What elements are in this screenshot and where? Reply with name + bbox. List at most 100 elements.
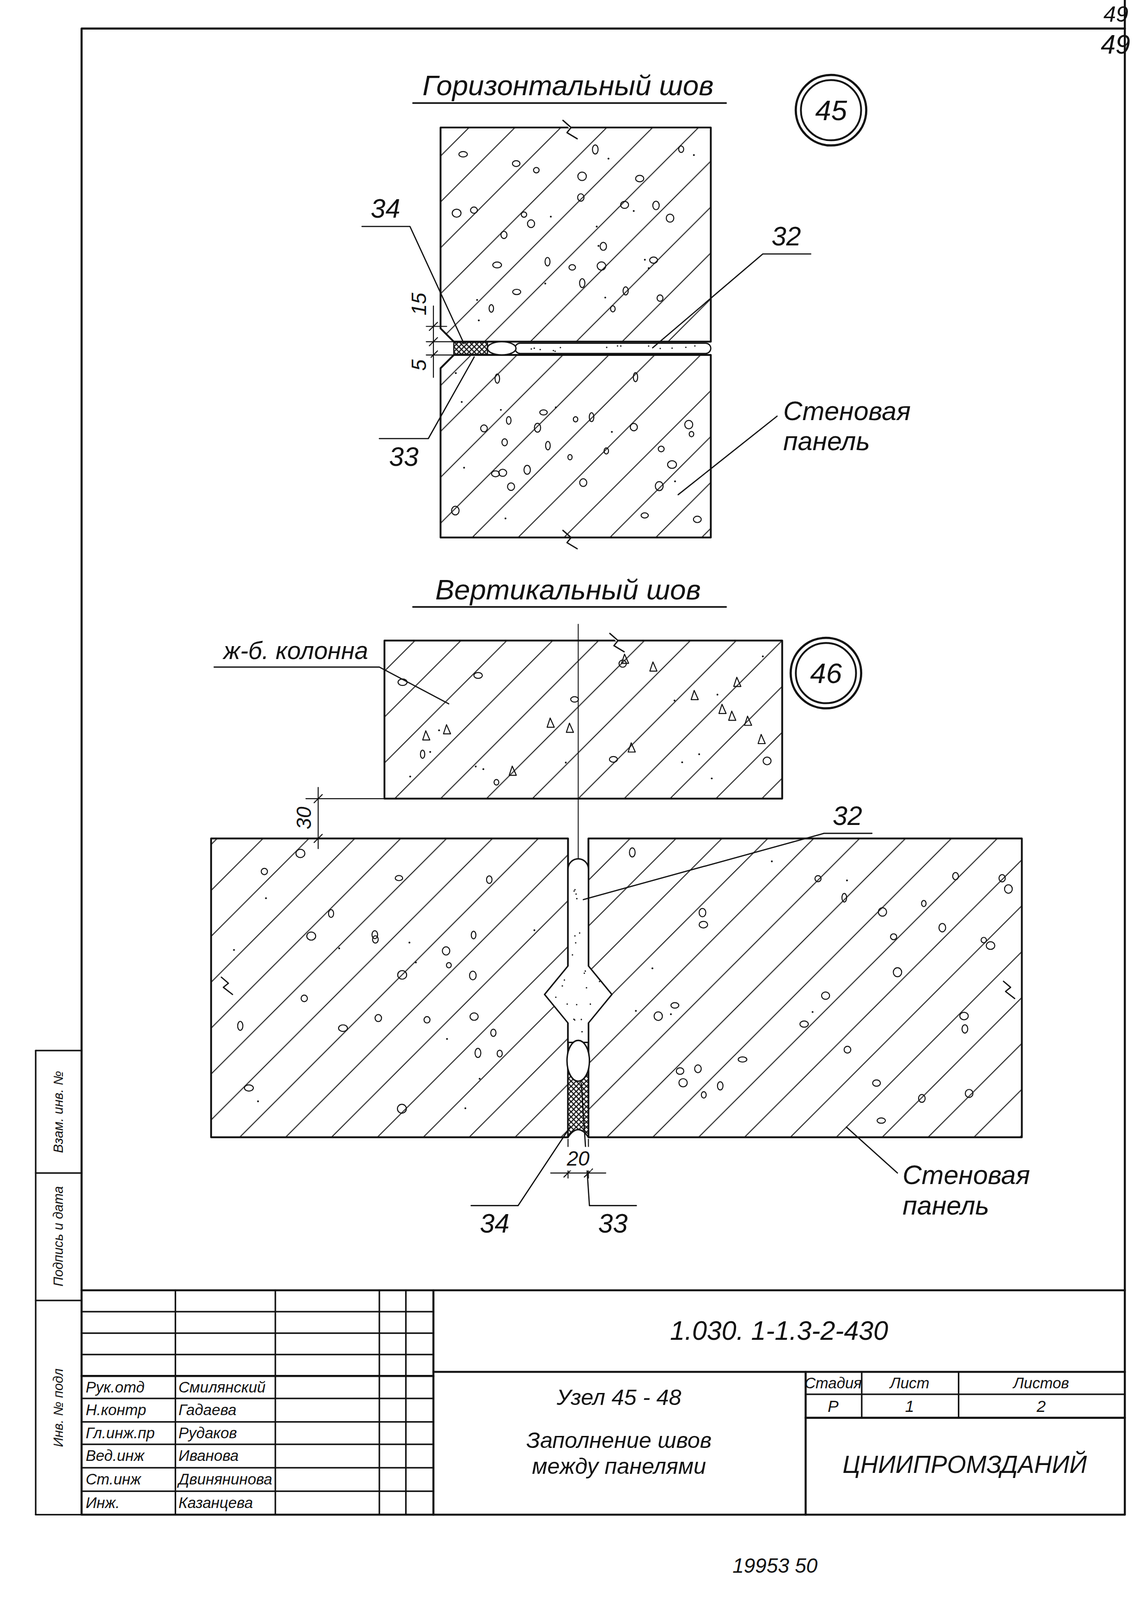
aggregate-mark xyxy=(408,941,411,944)
aggregate-mark xyxy=(480,424,488,432)
side-stamp xyxy=(35,1050,82,1515)
archive-number: 19953 50 xyxy=(732,1553,818,1578)
role-text: Вед.инж xyxy=(85,1446,145,1465)
aggregate-mark xyxy=(491,470,500,477)
aggregate-mark xyxy=(420,749,425,759)
aggregate-mark xyxy=(965,1089,974,1097)
mortar-dot xyxy=(574,888,576,890)
dimension: 20 xyxy=(565,1146,592,1171)
aggregate-mark xyxy=(877,1117,886,1124)
aggregate-mark xyxy=(504,517,507,520)
mortar-dot xyxy=(563,979,566,981)
aggregate-mark xyxy=(640,512,649,518)
mortar-dot xyxy=(581,1030,583,1033)
aggregate-mark xyxy=(338,1024,348,1032)
aggregate-mark xyxy=(568,264,576,271)
mortar-dot xyxy=(647,345,650,347)
aggregate-mark xyxy=(544,282,547,285)
aggregate-mark xyxy=(482,767,485,770)
aggregate-mark xyxy=(635,175,645,182)
aggregate-mark xyxy=(424,1016,431,1024)
aggregate-mark xyxy=(454,371,457,374)
mortar-dot xyxy=(554,350,556,352)
aggregate-mark xyxy=(959,1011,969,1020)
aggregate-mark xyxy=(512,160,520,167)
aggregate-mark xyxy=(998,874,1006,882)
aggregate-mark xyxy=(811,1011,814,1013)
aggregate-mark xyxy=(673,699,676,702)
aggregate-mark xyxy=(799,1020,809,1027)
table-cell: 1 xyxy=(905,1396,915,1416)
mortar-dot xyxy=(566,1003,568,1005)
mortar-dot xyxy=(576,897,578,900)
part-label: Стеновая панель xyxy=(783,395,937,457)
aggregate-mark xyxy=(1004,884,1013,893)
aggregate-mark xyxy=(689,431,695,437)
aggregate-mark xyxy=(670,1002,679,1008)
aggregate-mark xyxy=(397,1103,407,1113)
person-name: Казанцева xyxy=(178,1493,253,1512)
aggregate-mark xyxy=(980,937,987,943)
aggregate-mark xyxy=(422,730,430,740)
aggregate-mark xyxy=(763,756,772,765)
drawing-code: 1.030. 1-1.3-2-430 xyxy=(670,1315,889,1347)
aggregate-mark xyxy=(523,465,531,475)
aggregate-mark xyxy=(554,406,557,409)
aggregate-mark xyxy=(446,962,451,968)
aggregate-mark xyxy=(521,212,527,218)
heading-underline xyxy=(413,605,727,608)
aggregate-mark xyxy=(570,696,579,702)
aggregate-mark xyxy=(620,201,629,209)
aggregate-mark xyxy=(488,304,494,312)
aggregate-mark xyxy=(500,231,507,239)
role-text: Инж. xyxy=(85,1493,120,1512)
aggregate-mark xyxy=(338,947,341,950)
aggregate-mark xyxy=(477,319,480,322)
aggregate-mark xyxy=(261,868,268,875)
aggregate-mark xyxy=(609,756,618,762)
aggregate-mark xyxy=(429,750,432,753)
aggregate-mark xyxy=(577,193,585,202)
aggregate-mark xyxy=(328,909,334,918)
aggregate-mark xyxy=(579,278,585,288)
leader-lines xyxy=(213,666,898,1206)
mortar-dot xyxy=(578,931,581,934)
stamp-text: Инв. № подл xyxy=(50,1368,66,1447)
aggregate-mark xyxy=(507,482,515,491)
aggregate-mark xyxy=(397,970,407,980)
stamp-text: Подпись и дата xyxy=(50,1185,66,1286)
aggregate-mark xyxy=(471,931,476,939)
aggregate-mark xyxy=(409,775,412,778)
aggregate-mark xyxy=(666,213,674,222)
heading-underline xyxy=(413,102,727,104)
aggregate-mark xyxy=(716,693,719,696)
aggregate-mark xyxy=(610,431,613,433)
aggregate-mark xyxy=(589,412,594,422)
mortar-dot xyxy=(620,345,622,347)
aggregate-mark xyxy=(549,215,552,218)
aggregate-mark xyxy=(649,256,658,263)
aggregate-mark xyxy=(684,420,693,429)
aggregate-mark xyxy=(506,416,512,425)
callout-number: 34 xyxy=(479,1208,510,1239)
aggregate-mark xyxy=(445,1037,448,1040)
mortar-dot xyxy=(559,346,561,348)
aggregate-mark xyxy=(539,409,548,415)
aggregate-mark xyxy=(499,408,502,411)
aggregate-mark xyxy=(534,423,541,433)
aggregate-mark xyxy=(701,1091,707,1098)
mortar-dot xyxy=(552,349,555,352)
callout-number: 32 xyxy=(771,221,802,252)
mortar-dot xyxy=(580,1018,583,1020)
mortar-dot xyxy=(554,996,557,998)
sheet-frame xyxy=(81,28,1126,1515)
aggregate-mark xyxy=(486,875,493,884)
mortar-dot xyxy=(616,345,619,347)
view-heading: Вертикальный шов xyxy=(435,572,701,606)
mortar-dot xyxy=(671,347,673,349)
table-header: Лист xyxy=(889,1374,930,1392)
aggregate-mark xyxy=(597,244,600,247)
person-name: Гадаева xyxy=(178,1401,237,1419)
aggregate-mark xyxy=(655,481,664,491)
